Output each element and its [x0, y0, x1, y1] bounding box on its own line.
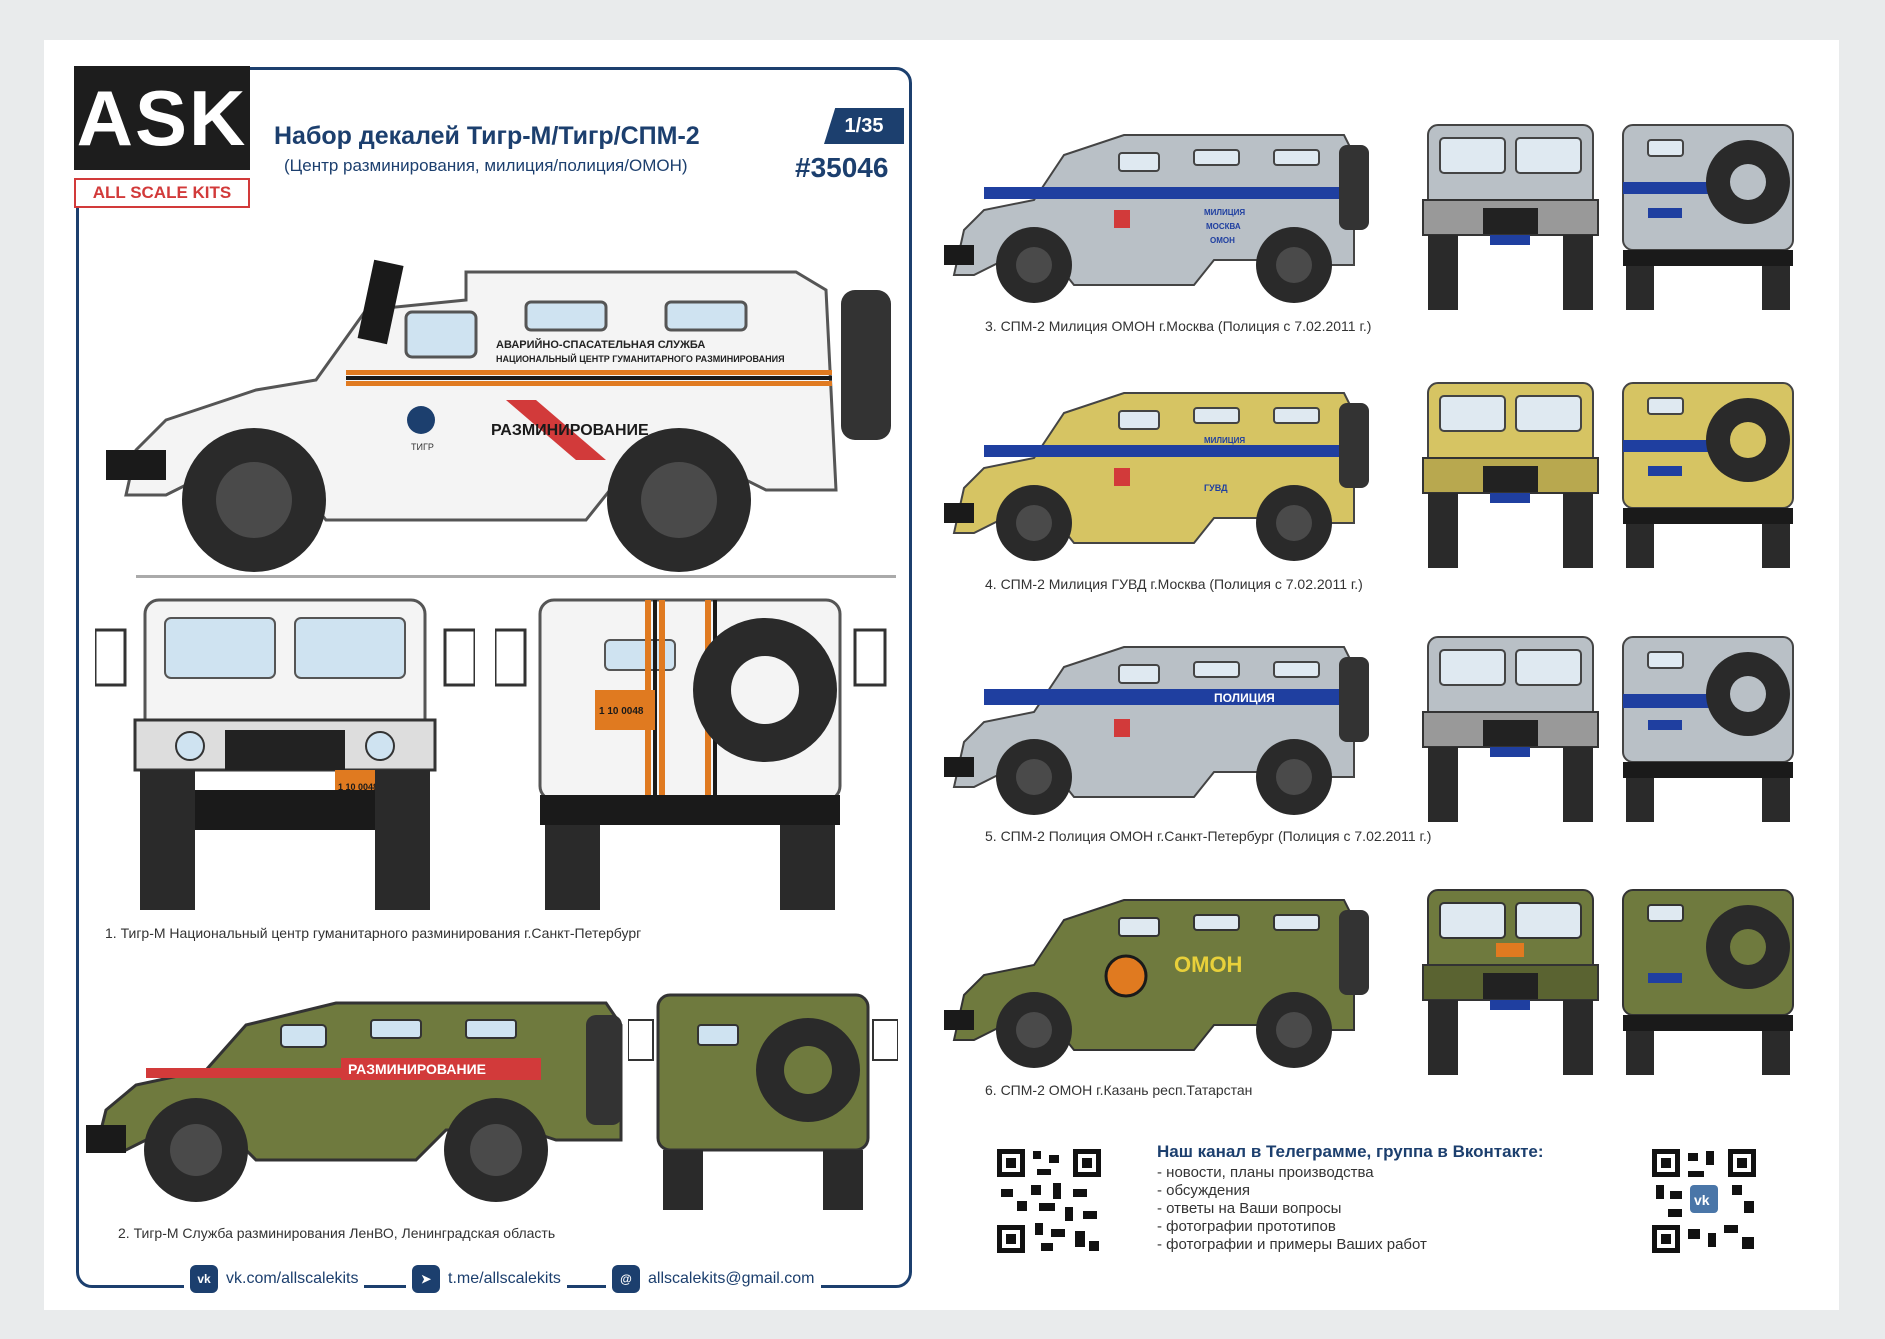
channel-title: Наш канал в Телеграмме, группа в Вконтак…	[1157, 1142, 1544, 1161]
vehicle-6-rear	[1622, 889, 1794, 1075]
v1-rear-plate: 1 10 0048	[599, 706, 644, 717]
v1-emblem: ТИГР	[411, 442, 434, 452]
v5-decal-word: ПОЛИЦИЯ	[1214, 691, 1275, 705]
vehicle-1-side: АВАРИЙНО-СПАСАТЕЛЬНАЯ СЛУЖБА НАЦИОНАЛЬНЫ…	[106, 259, 896, 578]
telegram-link-text: t.me/allscalekits	[448, 1270, 561, 1287]
vk-icon: vk	[190, 1265, 218, 1293]
v4-decal-word: МИЛИЦИЯ	[1204, 436, 1245, 445]
qr-code-vk[interactable]: vk	[1648, 1145, 1760, 1257]
vehicle-2-side: РАЗМИНИРОВАНИЕ	[86, 1001, 623, 1202]
vehicle-6-side: ОМОН	[944, 899, 1369, 1068]
caption-vehicle-1: 1. Тигр-М Национальный центр гуманитарно…	[105, 925, 642, 941]
channel-info: Наш канал в Телеграмме, группа в Вконтак…	[1157, 1142, 1657, 1254]
v3-decal-unit: ОМОН	[1210, 236, 1235, 245]
vehicle-6-front	[1422, 889, 1599, 1075]
svg-text:vk: vk	[1694, 1192, 1710, 1208]
caption-vehicle-3: 3. СПМ-2 Милиция ОМОН г.Москва (Полиция …	[985, 318, 1372, 334]
vehicle-3-rear	[1622, 124, 1794, 310]
vehicle-4-rear	[1622, 382, 1794, 568]
vehicle-1-rear: 1 10 0048	[495, 598, 887, 910]
v3-decal-city: МОСКВА	[1206, 222, 1241, 231]
logo-subtitle: ALL SCALE KITS	[74, 178, 250, 208]
v1-decal-line2: НАЦИОНАЛЬНЫЙ ЦЕНТР ГУМАНИТАРНОГО РАЗМИНИ…	[496, 353, 785, 364]
scale-badge: 1/35	[824, 108, 904, 144]
at-icon: @	[612, 1265, 640, 1293]
email-link-text: allscalekits@gmail.com	[648, 1270, 815, 1287]
v1-decal-side: РАЗМИНИРОВАНИЕ	[491, 422, 649, 439]
vehicle-4-front	[1422, 382, 1599, 568]
vehicle-3-front	[1422, 124, 1599, 310]
caption-vehicle-6: 6. СПМ-2 ОМОН г.Казань респ.Татарстан	[985, 1082, 1253, 1098]
channel-item: - обсуждения	[1157, 1182, 1251, 1199]
v4-decal-unit: ГУВД	[1204, 483, 1228, 493]
vehicle-2-rear	[628, 993, 898, 1210]
v1-decal-line1: АВАРИЙНО-СПАСАТЕЛЬНАЯ СЛУЖБА	[496, 338, 705, 351]
v2-decal-side: РАЗМИНИРОВАНИЕ	[348, 1061, 486, 1077]
telegram-link[interactable]: ➤ t.me/allscalekits	[406, 1264, 567, 1294]
v1-front-plate: 1 10 0048	[338, 782, 378, 792]
vehicle-5-front	[1422, 636, 1599, 822]
product-code: #35046	[795, 152, 889, 183]
vk-link[interactable]: vk vk.com/allscalekits	[184, 1264, 365, 1294]
channel-item: - фотографии прототипов	[1157, 1218, 1336, 1235]
v6-decal-word: ОМОН	[1174, 952, 1242, 977]
caption-vehicle-5: 5. СПМ-2 Полиция ОМОН г.Санкт-Петербург …	[985, 828, 1432, 844]
channel-item: - фотографии и примеры Ваших работ	[1157, 1236, 1427, 1253]
qr-code-telegram[interactable]	[993, 1145, 1105, 1257]
vehicle-3-side: МИЛИЦИЯ МОСКВА ОМОН	[944, 134, 1369, 303]
page-subtitle: (Центр разминирования, милиция/полиция/О…	[284, 156, 688, 175]
vk-link-text: vk.com/allscalekits	[226, 1270, 359, 1287]
v3-decal-word: МИЛИЦИЯ	[1204, 208, 1245, 217]
caption-vehicle-4: 4. СПМ-2 Милиция ГУВД г.Москва (Полиция …	[985, 576, 1363, 592]
ask-logo: ASK ALL SCALE KITS	[74, 66, 250, 208]
page-title: Набор декалей Тигр-М/Тигр/СПМ-2	[274, 122, 700, 150]
vehicle-4-side: МИЛИЦИЯ ГУВД	[944, 392, 1369, 561]
vehicle-5-side: ПОЛИЦИЯ	[944, 646, 1369, 815]
logo-text: ASK	[74, 66, 250, 170]
vehicle-1-front: 1 10 0048	[95, 598, 475, 910]
vehicle-5-rear	[1622, 636, 1794, 822]
channel-item: - новости, планы производства	[1157, 1164, 1374, 1181]
caption-vehicle-2: 2. Тигр-М Служба разминирования ЛенВО, Л…	[118, 1225, 556, 1241]
email-link[interactable]: @ allscalekits@gmail.com	[606, 1264, 821, 1294]
telegram-icon: ➤	[412, 1265, 440, 1293]
channel-item: - ответы на Ваши вопросы	[1157, 1200, 1342, 1217]
